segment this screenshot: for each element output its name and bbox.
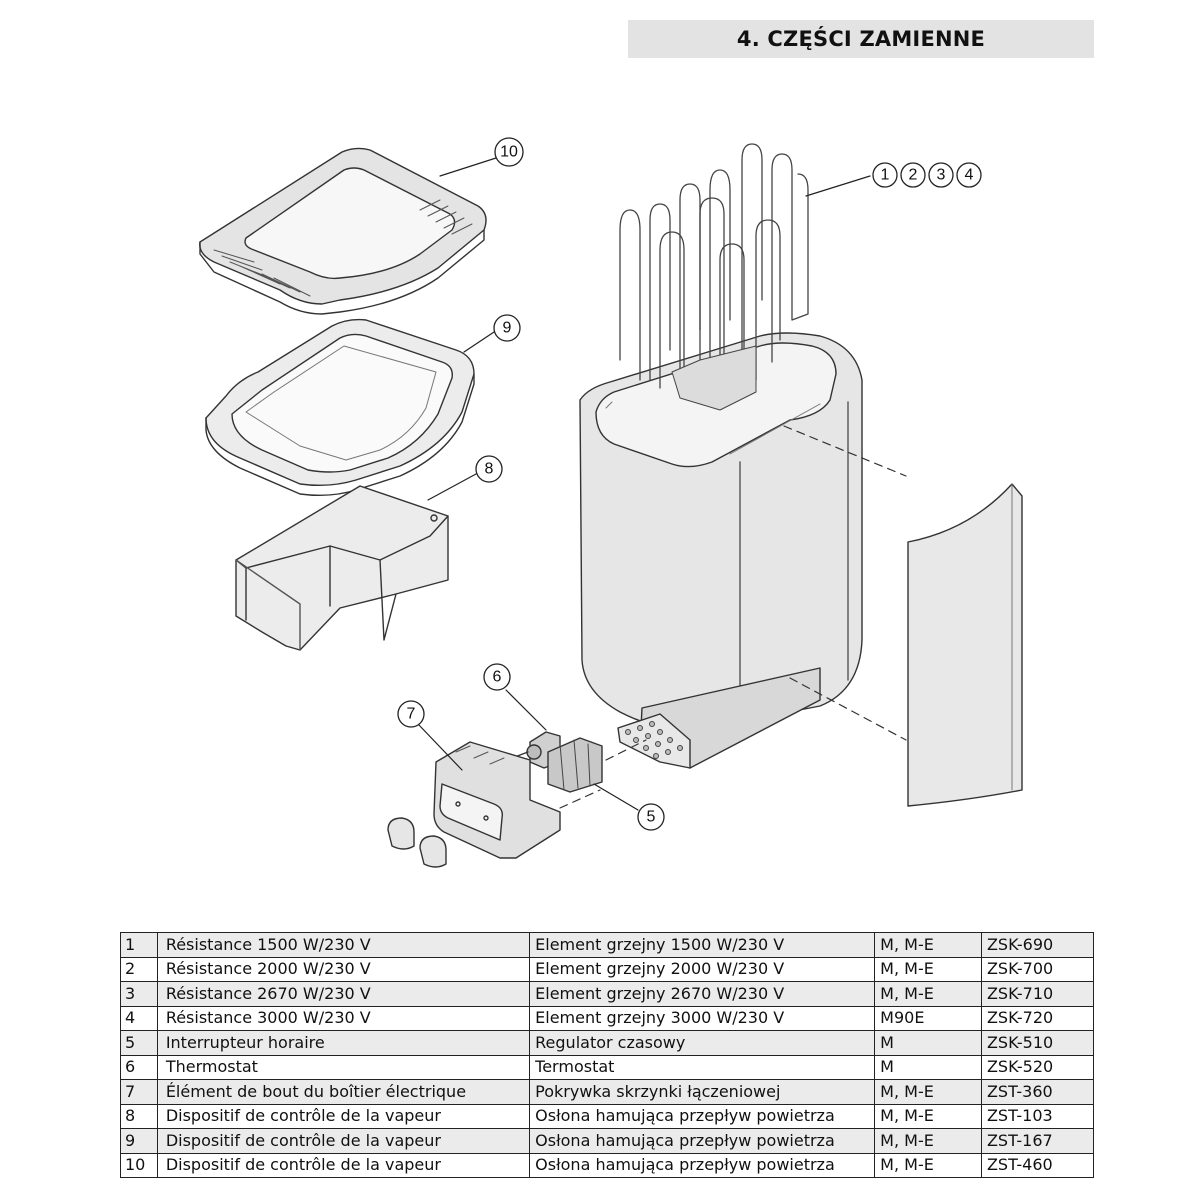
part-number: 3 — [120, 981, 158, 1007]
description-pl: Pokrywka skrzynki łączeniowej — [529, 1079, 876, 1105]
part-number: 5 — [120, 1030, 158, 1056]
svg-text:9: 9 — [503, 320, 512, 337]
callout-1: 1 — [872, 162, 898, 188]
description-fr: Élément de bout du boîtier électrique — [156, 1079, 531, 1105]
part-code: ZST-460 — [980, 1152, 1095, 1178]
model: M, M-E — [874, 1103, 982, 1129]
description-pl: Osłona hamująca przepływ powietrza — [529, 1152, 876, 1178]
model: M, M-E — [874, 981, 982, 1007]
part-8-air-deflector — [235, 485, 449, 651]
table-row: 9 Dispositif de contrôle de la vapeur Os… — [120, 1128, 1095, 1154]
svg-text:6: 6 — [493, 669, 502, 686]
svg-text:1: 1 — [881, 167, 890, 184]
callout-4: 4 — [956, 162, 982, 188]
part-number: 4 — [120, 1005, 158, 1031]
callout-9: 9 — [493, 314, 521, 342]
part-code: ZSK-520 — [980, 1054, 1095, 1080]
part-code: ZSK-510 — [980, 1030, 1095, 1056]
table-row: 6 Thermostat Termostat M ZSK-520 — [120, 1054, 1095, 1080]
callout-5: 5 — [637, 803, 665, 831]
parts-table: 1 Résistance 1500 W/230 V Element grzejn… — [120, 932, 1095, 1178]
part-code: ZSK-710 — [980, 981, 1095, 1007]
section-title-bar: 4. CZĘŚCI ZAMIENNE — [628, 20, 1094, 58]
description-fr: Résistance 3000 W/230 V — [156, 1005, 531, 1031]
part-number: 7 — [120, 1079, 158, 1105]
description-fr: Interrupteur horaire — [156, 1030, 531, 1056]
svg-text:4: 4 — [965, 167, 974, 184]
assembly-lines — [559, 425, 907, 809]
svg-text:3: 3 — [937, 167, 946, 184]
part-number: 6 — [120, 1054, 158, 1080]
part-number: 8 — [120, 1103, 158, 1129]
table-row: 8 Dispositif de contrôle de la vapeur Os… — [120, 1103, 1095, 1129]
part-code: ZST-167 — [980, 1128, 1095, 1154]
part-5-timer — [547, 737, 603, 793]
callout-3: 3 — [928, 162, 954, 188]
heating-elements — [619, 143, 809, 411]
table-row: 3 Résistance 2670 W/230 V Element grzejn… — [120, 981, 1095, 1007]
description-fr: Résistance 2000 W/230 V — [156, 956, 531, 982]
callout-10: 10 — [494, 137, 524, 167]
model: M, M-E — [874, 932, 982, 958]
model: M, M-E — [874, 1079, 982, 1105]
table-row: 10 Dispositif de contrôle de la vapeur O… — [120, 1152, 1095, 1178]
part-9-frame — [205, 318, 475, 497]
description-pl: Element grzejny 2670 W/230 V — [529, 981, 876, 1007]
part-code: ZSK-720 — [980, 1005, 1095, 1031]
description-fr: Thermostat — [156, 1054, 531, 1080]
model: M — [874, 1030, 982, 1056]
model: M, M-E — [874, 956, 982, 982]
description-pl: Osłona hamująca przepływ powietrza — [529, 1103, 876, 1129]
model: M — [874, 1054, 982, 1080]
callout-8: 8 — [475, 455, 503, 483]
callouts: 1 2 3 4 5 6 7 8 — [397, 137, 982, 831]
model: M90E — [874, 1005, 982, 1031]
description-pl: Osłona hamująca przepływ powietrza — [529, 1128, 876, 1154]
svg-text:2: 2 — [909, 167, 918, 184]
description-fr: Résistance 2670 W/230 V — [156, 981, 531, 1007]
table-row: 2 Résistance 2000 W/230 V Element grzejn… — [120, 956, 1095, 982]
callout-2: 2 — [900, 162, 926, 188]
callout-6: 6 — [483, 663, 511, 691]
svg-text:5: 5 — [647, 809, 656, 826]
description-fr: Dispositif de contrôle de la vapeur — [156, 1103, 531, 1129]
model: M, M-E — [874, 1128, 982, 1154]
description-fr: Dispositif de contrôle de la vapeur — [156, 1152, 531, 1178]
part-number: 10 — [120, 1152, 158, 1178]
part-7-junction-cover — [387, 741, 561, 868]
table-row: 4 Résistance 3000 W/230 V Element grzejn… — [120, 1005, 1095, 1031]
part-number: 1 — [120, 932, 158, 958]
table-row: 5 Interrupteur horaire Regulator czasowy… — [120, 1030, 1095, 1056]
description-pl: Regulator czasowy — [529, 1030, 876, 1056]
svg-text:8: 8 — [485, 461, 494, 478]
exploded-parts-diagram: 1 2 3 4 5 6 7 8 — [199, 137, 1023, 868]
description-pl: Termostat — [529, 1054, 876, 1080]
part-number: 2 — [120, 956, 158, 982]
diagram-svg: 1 2 3 4 5 6 7 8 — [199, 137, 1023, 868]
part-code: ZST-360 — [980, 1079, 1095, 1105]
description-pl: Element grzejny 1500 W/230 V — [529, 932, 876, 958]
side-panel — [907, 483, 1023, 807]
part-code: ZSK-700 — [980, 956, 1095, 982]
section-title: 4. CZĘŚCI ZAMIENNE — [736, 27, 986, 51]
table-row: 1 Résistance 1500 W/230 V Element grzejn… — [120, 932, 1095, 958]
part-number: 9 — [120, 1128, 158, 1154]
part-code: ZSK-690 — [980, 932, 1095, 958]
table-row: 7 Élément de bout du boîtier électrique … — [120, 1079, 1095, 1105]
description-fr: Résistance 1500 W/230 V — [156, 932, 531, 958]
description-pl: Element grzejny 2000 W/230 V — [529, 956, 876, 982]
description-pl: Element grzejny 3000 W/230 V — [529, 1005, 876, 1031]
leader-lines — [417, 157, 871, 811]
description-fr: Dispositif de contrôle de la vapeur — [156, 1128, 531, 1154]
model: M, M-E — [874, 1152, 982, 1178]
part-code: ZST-103 — [980, 1103, 1095, 1129]
svg-text:10: 10 — [500, 144, 518, 161]
part-10-top-cover — [199, 147, 487, 315]
callout-7: 7 — [397, 700, 425, 728]
svg-text:7: 7 — [407, 706, 416, 723]
